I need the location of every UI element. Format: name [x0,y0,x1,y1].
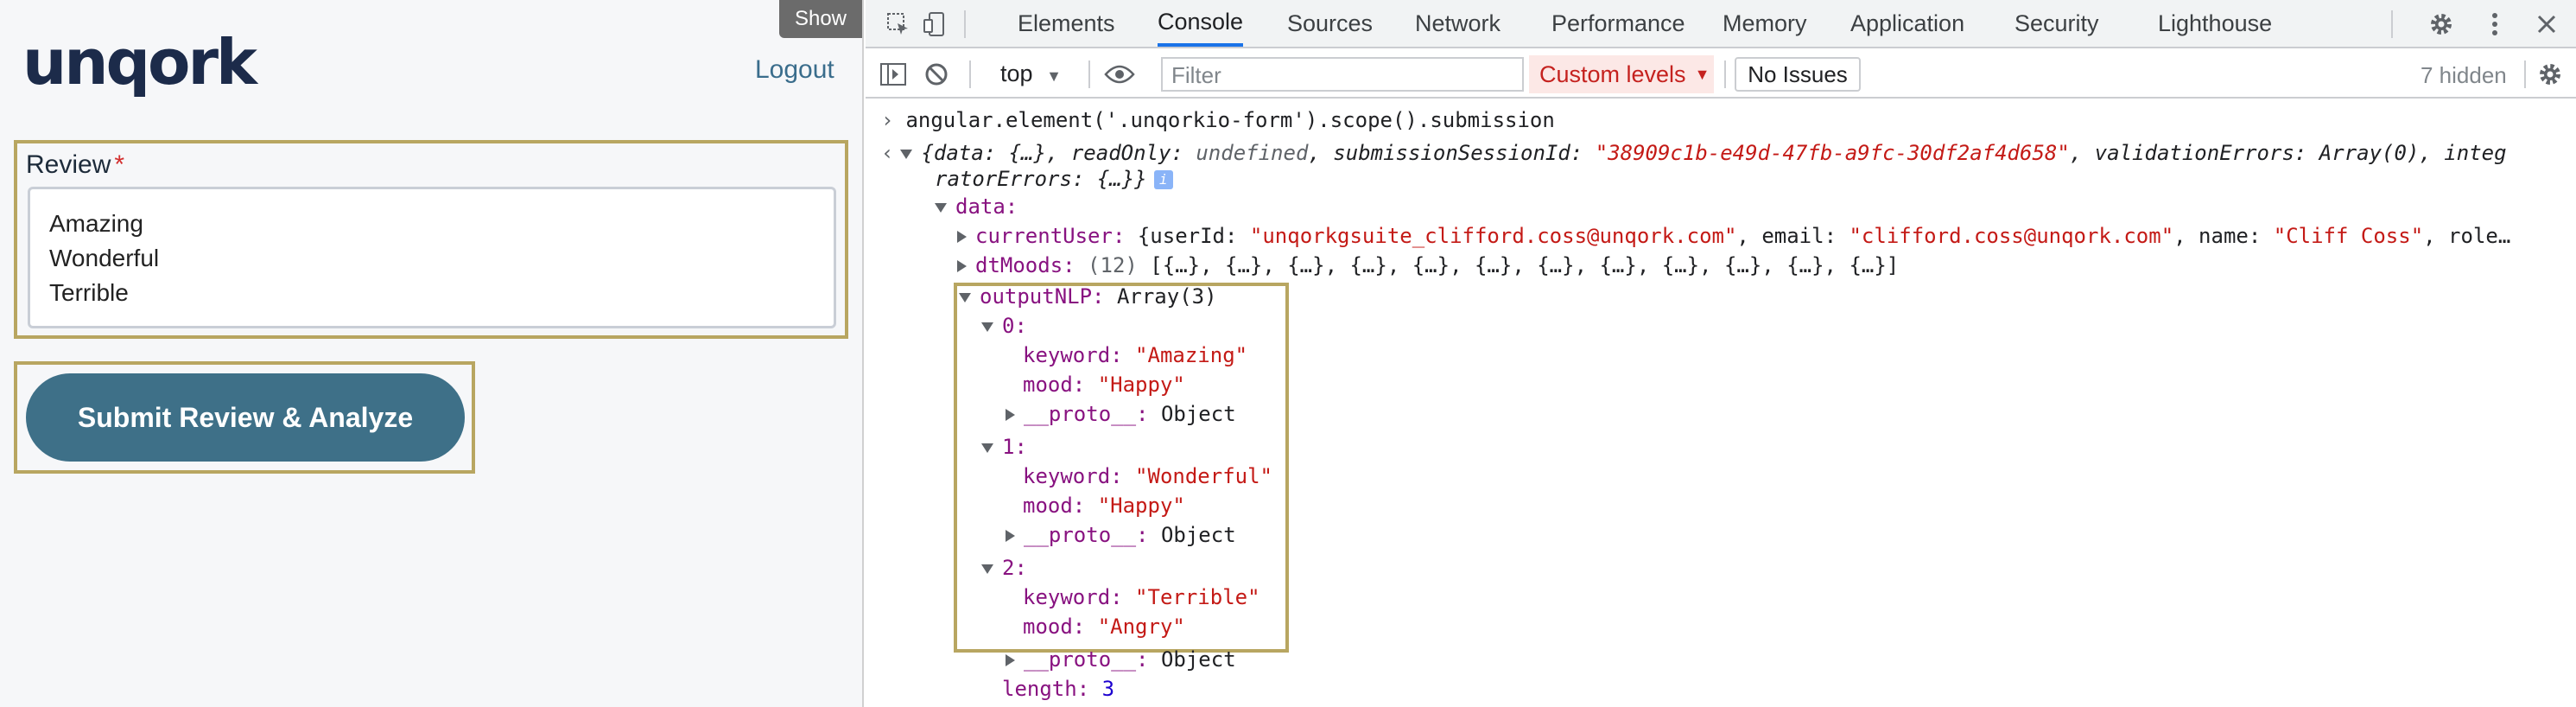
tab-performance[interactable]: Performance [1551,10,1685,36]
tab-elements[interactable]: Elements [1018,10,1115,36]
console-toolbar: top ▼ Filter Custom levels ▼ No Issues 7… [866,50,2576,99]
devtools-tabbar: Elements Console Sources Network Perform… [866,0,2576,48]
issues-button[interactable]: No Issues [1735,57,1861,92]
clear-console-icon[interactable] [921,59,952,90]
tab-network[interactable]: Network [1415,10,1501,36]
expand-triangle-icon [981,322,993,332]
unqork-logo: unqork [22,26,257,99]
divider [2524,61,2526,88]
filter-input[interactable]: Filter [1161,57,1524,92]
result-summary-wrap: ratorErrors: {…}}i [935,164,1173,194]
review-field-group: Review* Amazing Wonderful Terrible [14,140,848,339]
tree-node-output-nlp[interactable]: outputNLP: Array(3) [959,282,1217,311]
inspect-element-icon[interactable] [883,9,914,40]
console-settings-gear-icon[interactable] [2535,59,2566,90]
log-levels-dropdown[interactable]: Custom levels ▼ [1529,55,1714,93]
expand-triangle-icon [981,443,993,453]
expand-triangle-icon [935,202,947,213]
prompt-chevron-icon: › [881,108,894,132]
more-options-icon[interactable] [2479,9,2510,40]
review-line: Amazing [49,210,143,237]
review-textarea[interactable]: Amazing Wonderful Terrible [28,187,836,328]
app-pane: unqork Show Logout Review* Amazing Wonde… [0,0,864,707]
tab-application[interactable]: Application [1850,10,1965,36]
chevron-down-icon: ▼ [1046,67,1062,85]
divider [964,10,966,38]
eye-icon[interactable] [1104,59,1135,90]
console-command[interactable]: angular.element('.unqorkio-form').scope(… [905,108,1555,132]
review-line: Wonderful [49,245,160,271]
required-marker: * [114,150,125,179]
hidden-count: 7 hidden [2421,62,2507,88]
logout-link[interactable]: Logout [755,55,834,84]
info-icon: i [1153,170,1173,189]
result-arrow-icon: ‹ [881,141,894,165]
tree-node-current-user[interactable]: currentUser: {userId: "unqorkgsuite_clif… [957,221,2510,251]
tree-node-proto[interactable]: __proto__: Object [1006,645,1236,674]
collapsed-triangle-icon [957,231,967,243]
show-button[interactable]: Show [779,0,862,38]
item-keyword: keyword: "Wonderful" [1023,464,1272,488]
submit-button-group: Submit Review & Analyze [14,361,475,474]
collapsed-triangle-icon [1006,409,1015,421]
collapsed-triangle-icon [1006,654,1015,666]
item-keyword: keyword: "Terrible" [1023,585,1260,609]
context-selector[interactable]: top ▼ [1000,61,1062,86]
console-input-line: › angular.element('.unqorkio-form').scope… [881,105,1555,135]
settings-gear-icon[interactable] [2426,9,2457,40]
tab-lighthouse[interactable]: Lighthouse [2158,10,2273,36]
array-length: length: 3 [1002,677,1115,701]
expand-triangle-icon [900,149,913,159]
item-mood: mood: "Happy" [1023,494,1185,518]
item-mood: mood: "Happy" [1023,373,1185,397]
result-summary[interactable]: ‹{data: {…}, readOnly: undefined, submis… [881,141,2507,165]
divider [2391,10,2393,38]
item-mood: mood: "Angry" [1023,615,1185,639]
devtools-pane: Elements Console Sources Network Perform… [866,0,2576,707]
tab-sources[interactable]: Sources [1287,10,1374,36]
tree-node-item-0[interactable]: 0: [981,311,1027,341]
close-icon[interactable] [2531,9,2562,40]
divider [969,61,971,88]
review-line: Terrible [49,279,129,306]
device-toolbar-icon[interactable] [919,9,950,40]
tree-node-data[interactable]: data: [935,192,1018,221]
item-keyword: keyword: "Amazing" [1023,343,1248,367]
collapsed-triangle-icon [957,260,967,272]
tree-node-item-2[interactable]: 2: [981,553,1027,583]
tab-console[interactable]: Console [1158,0,1244,47]
tree-node-proto[interactable]: __proto__: Object [1006,520,1236,550]
tree-node-proto[interactable]: __proto__: Object [1006,399,1236,429]
sidebar-toggle-icon[interactable] [878,59,909,90]
expand-triangle-icon [959,292,971,303]
chevron-down-icon: ▼ [1694,65,1710,83]
divider [1724,61,1726,88]
review-label: Review* [26,150,125,179]
expand-triangle-icon [981,564,993,574]
console-output: › angular.element('.unqorkio-form').scope… [866,100,2576,707]
tab-memory[interactable]: Memory [1723,10,1807,36]
output-nlp-highlight [954,283,1289,653]
collapsed-triangle-icon [1006,530,1015,542]
tab-security[interactable]: Security [2014,10,2099,36]
divider [1088,61,1090,88]
submit-review-button[interactable]: Submit Review & Analyze [26,373,465,462]
tree-node-dtmoods[interactable]: dtMoods: (12) [{…}, {…}, {…}, {…}, {…}, … [957,251,1899,280]
tree-node-item-1[interactable]: 1: [981,432,1027,462]
